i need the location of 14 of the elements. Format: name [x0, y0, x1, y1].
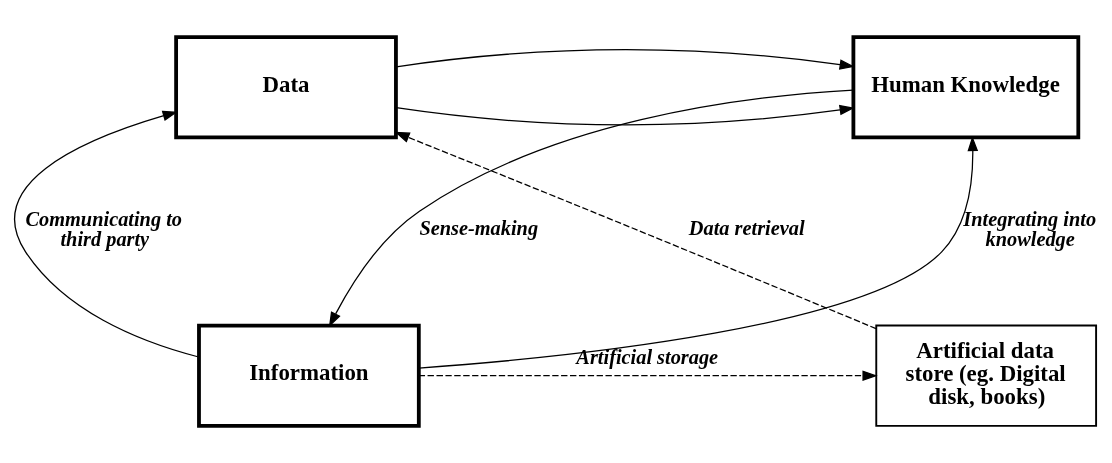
- node-box: Data: [174, 35, 398, 140]
- node-box: Artificial data store (eg. Digital disk, books): [875, 324, 1098, 427]
- edge-label: Sense-making: [419, 217, 539, 240]
- edge-label: Artificial storage: [576, 346, 719, 369]
- edge-label: Integrating into knowledge: [963, 208, 1097, 251]
- arrow: [13, 110, 200, 358]
- node-box: Human Knowledge: [851, 35, 1081, 140]
- arrow: [394, 131, 877, 330]
- arrow: [395, 104, 855, 126]
- edge-label: Data retrieval: [688, 217, 805, 240]
- node-box: Information: [197, 323, 421, 428]
- edge-label: Communicating to third party: [25, 208, 182, 251]
- arrow: [395, 49, 855, 70]
- arrow: [418, 370, 878, 382]
